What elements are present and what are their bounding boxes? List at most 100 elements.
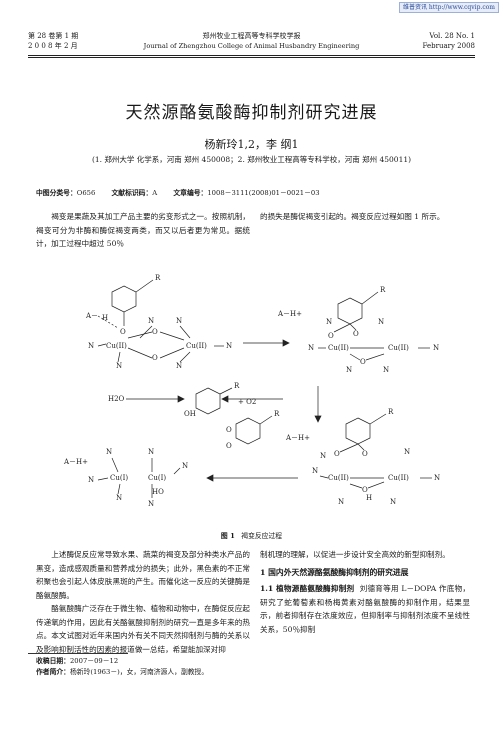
article-id: 文章编号：1008－3111(2008)01－0021－03	[173, 189, 320, 197]
n-label: N	[176, 317, 182, 325]
ah-plus-label: A－H+	[63, 458, 88, 466]
header-left: 第 28 卷第 1 期 2 0 0 8 年 2 月	[28, 31, 78, 51]
r-label: R	[155, 274, 161, 282]
n-label: N	[88, 342, 94, 350]
body-paragraph: 上述酶促反应常导致水果、蔬菜的褐变及部分种类水产品的黑变，造成感观质量和营养成分…	[36, 550, 250, 600]
r-label: R	[380, 286, 386, 294]
n-label: N	[378, 318, 384, 326]
h-label: H	[102, 314, 108, 322]
n-label: N	[312, 467, 318, 475]
o-bridge-label: O	[152, 354, 158, 362]
n-label: N	[88, 476, 94, 484]
n-label: N	[148, 448, 154, 456]
complex-top-right: R A－H+ O O Cu(II) Cu(II) N N N N N N O	[277, 286, 439, 374]
publication-date-en: February 2008	[422, 42, 475, 50]
figure-number: 图 1	[220, 532, 235, 540]
cu2-right-label: Cu(II)	[388, 344, 409, 352]
n-label: N	[320, 452, 326, 460]
received-date: 收稿日期：2007－09－12	[36, 657, 119, 665]
product-phenol: R OH + O2	[184, 382, 256, 418]
cu2-right-label: Cu(II)	[186, 342, 207, 350]
n-label: N	[182, 462, 188, 470]
publication-date-cn: 2 0 0 8 年 2 月	[28, 42, 78, 50]
journal-name-en: Journal of Zhengzhou College of Animal H…	[143, 42, 360, 50]
n-label: N	[116, 494, 122, 502]
h-label: H	[366, 494, 372, 502]
n-label: N	[338, 498, 344, 506]
header-rule-thin	[28, 57, 475, 58]
o-label: O	[226, 426, 232, 434]
ho-label: HO	[152, 488, 164, 496]
phenol-ring	[111, 285, 137, 313]
n-label: N	[106, 448, 112, 456]
r-label: R	[388, 408, 394, 416]
n-label: N	[176, 362, 182, 370]
cu2-right-label: Cu(II)	[388, 474, 409, 482]
o-label: O	[328, 332, 334, 340]
n-label: N	[434, 474, 440, 482]
r-label: R	[234, 382, 240, 390]
cu2-left-label: Cu(II)	[328, 344, 349, 352]
complex-bottom-left: A－H+ Cu(I) Cu(I) N N N N N N HO	[63, 448, 188, 508]
journal-name-cn: 郑州牧业工程高等专科学校学报	[202, 32, 301, 40]
n-label: N	[390, 498, 396, 506]
n-label: N	[116, 362, 122, 370]
footnote: 收稿日期：2007－09－12 作者简介：杨新玲(1963－)，女，河南济源人，…	[36, 656, 208, 678]
cu1-left-label: Cu(I)	[110, 474, 128, 482]
section-heading: 1 国内外天然源酪氨酸酶抑制剂的研究进展	[260, 567, 409, 577]
cu1-right-label: Cu(I)	[148, 474, 166, 482]
r-label: R	[274, 410, 280, 418]
oh-label: OH	[184, 410, 196, 418]
body-paragraph-cont: 制机理的理解，以促进一步设计安全高效的新型抑制剂。	[260, 550, 450, 559]
o-bridge-label: O	[362, 486, 368, 494]
reaction-scheme-svg: R O A－ H Cu(II) Cu(II) N N N N N N O O R…	[63, 274, 440, 508]
intro-right-column: 的损失是酶促褐变引起的。褐变反应过程如图 1 所示。	[260, 210, 470, 224]
arrow-head	[282, 339, 290, 347]
authors: 杨新玲1,2，李 纲1	[204, 138, 299, 151]
cu2-left-label: Cu(II)	[328, 474, 349, 482]
affiliation: (1. 郑州大学 化学系，河南 郑州 450008；2. 郑州牧业工程高等专科学…	[91, 155, 412, 164]
n-label: N	[226, 342, 232, 350]
n-label: N	[404, 448, 410, 456]
n-label: N	[148, 500, 154, 508]
paper-title: 天然源酪氨酸酶抑制剂研究进展	[125, 103, 378, 123]
intro-left-column: 褐变是果蔬及其加工产品主要的劣变形式之一。按照机制，褐变可分为非酶和酶促褐变两类…	[36, 210, 250, 251]
article-meta: 中图分类号：O656 文献标识码：A 文章编号：1008－3111(2008)0…	[36, 187, 334, 197]
quinone: R O O	[226, 410, 280, 450]
clc-number: 中图分类号：O656	[36, 189, 96, 197]
reaction-scheme-figure: R O A－ H Cu(II) Cu(II) N N N N N N O O R…	[28, 268, 475, 523]
o-bridge-label: O	[360, 358, 366, 366]
ah-plus-label: A－H+	[277, 310, 302, 318]
volume-issue: 第 28 卷第 1 期	[28, 32, 79, 40]
header-rule	[28, 55, 475, 56]
n-label: N	[383, 366, 389, 374]
o-bridge-label: O	[152, 328, 158, 336]
oxygen-label: + O2	[238, 398, 256, 406]
o-label: O	[334, 450, 340, 458]
subsection-text: 刘德育等用 L－DOPA 作底物，研究了蛇葡萄素和杨梅黄素对酪氨酸酶的抑制作用，…	[260, 584, 470, 634]
n-label: N	[346, 366, 352, 374]
n-label: N	[326, 318, 332, 326]
volume-en: Vol. 28 No. 1	[429, 32, 475, 40]
subsection-heading: 1.1 植物源酪氨酸酶抑制剂	[260, 584, 355, 593]
body-left-column: 上述酶促反应常导致水果、蔬菜的褐变及部分种类水产品的黑变，造成感观质量和营养成分…	[36, 548, 250, 656]
header-right: Vol. 28 No. 1 February 2008	[423, 31, 475, 51]
document-code: 文献标识码：A	[111, 189, 158, 197]
figure-caption: 图 1 褐变反应过程	[0, 530, 503, 540]
ah-plus-label: A－H+	[285, 434, 310, 442]
figure-title: 褐变反应过程	[241, 532, 283, 540]
n-label: N	[308, 344, 314, 352]
o-label: O	[120, 328, 126, 336]
o-label: O	[353, 330, 359, 338]
water-label: H2O	[108, 395, 125, 403]
complex-bottom-right: R A－H+ O O Cu(II) Cu(II) N N N N N N O H	[285, 408, 440, 506]
header-center: 郑州牧业工程高等专科学校学报 Journal of Zhengzhou Coll…	[110, 31, 393, 51]
intro-paragraph-cont: 的损失是酶促褐变引起的。褐变反应过程如图 1 所示。	[260, 212, 445, 221]
phenol-ring	[337, 297, 363, 325]
body-right-column: 制机理的理解，以促进一步设计安全高效的新型抑制剂。 1 国内外天然源酪氨酸酶抑制…	[260, 548, 470, 636]
footnote-rule	[28, 653, 128, 654]
a-minus-label: A－	[85, 312, 98, 320]
watermark: 维普资讯 http://www.cqvip.com	[398, 2, 499, 13]
subsection-paragraph: 1.1 植物源酪氨酸酶抑制剂 刘德育等用 L－DOPA 作底物，研究了蛇葡萄素和…	[260, 582, 470, 636]
intro-paragraph: 褐变是果蔬及其加工产品主要的劣变形式之一。按照机制，褐变可分为非酶和酶促褐变两类…	[36, 212, 250, 248]
